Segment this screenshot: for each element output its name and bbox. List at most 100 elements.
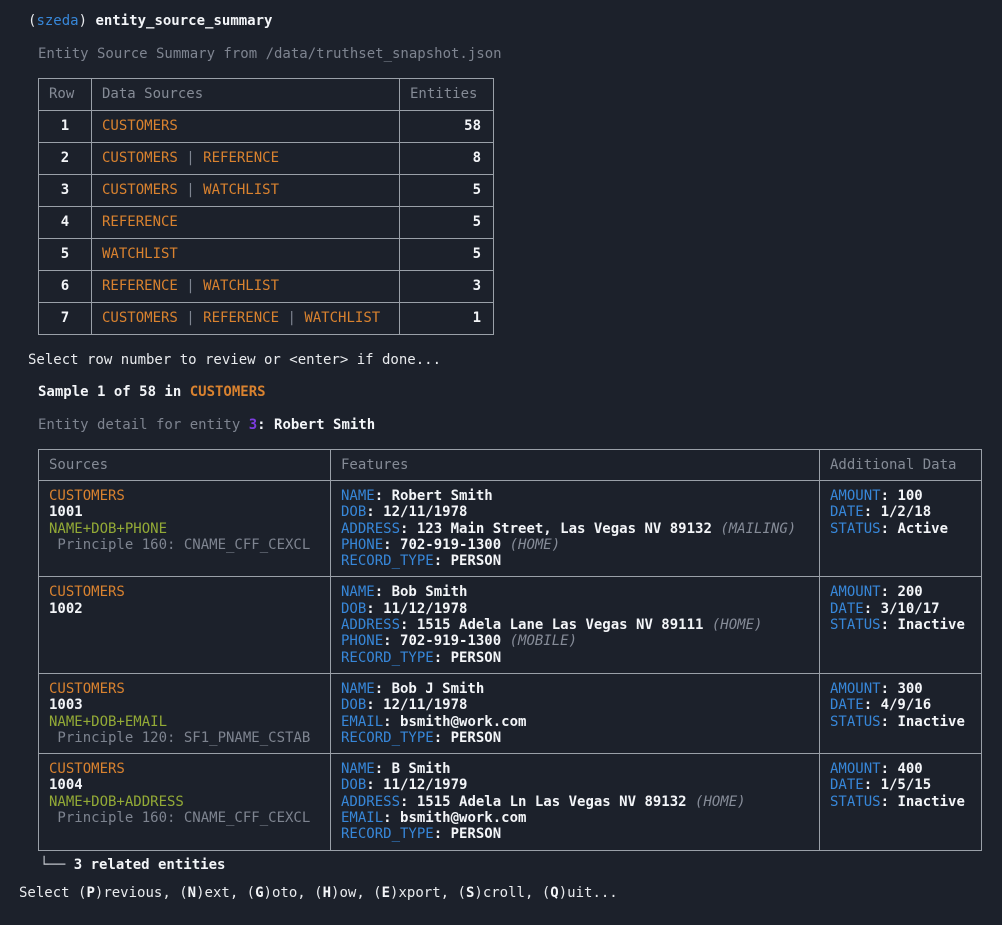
colon-separator: : xyxy=(366,504,384,521)
colon-separator: : xyxy=(433,729,451,746)
menu-option-rest: ow xyxy=(339,884,357,901)
sample-header-text: Sample 1 of 58 in xyxy=(38,384,190,400)
additional-label: AMOUNT xyxy=(830,584,881,601)
colon-separator: : xyxy=(400,617,417,634)
menu-separator: , xyxy=(440,884,458,901)
record-source: CUSTOMERS xyxy=(49,680,125,697)
feature-value: 12/11/1978 xyxy=(383,504,468,521)
data-sources-cell: CUSTOMERS | REFERENCE | WATCHLIST xyxy=(91,302,400,335)
paren: ( xyxy=(457,884,466,901)
match-key: NAME+DOB+PHONE xyxy=(49,520,168,537)
additional-line: DATE: 4/9/16 xyxy=(830,697,971,713)
colon-separator: : xyxy=(863,504,881,521)
feature-label: NAME xyxy=(341,584,375,601)
menu-option-rest: revious xyxy=(103,884,163,901)
additional-line: STATUS: Inactive xyxy=(830,617,971,633)
colon-separator: : xyxy=(383,810,401,827)
additional-data-cell: AMOUNT: 100 DATE: 1/2/18 STATUS: Active xyxy=(819,479,982,578)
source-name: WATCHLIST xyxy=(203,278,280,294)
paren: ( xyxy=(78,884,87,901)
related-entities-footer: └──3 related entities xyxy=(40,857,982,873)
entity-detail-table: Sources Features Additional Data CUSTOME… xyxy=(38,449,982,851)
feature-value: 1515 Adela Lane Las Vegas NV 89111 xyxy=(416,617,704,634)
feature-value: Robert Smith xyxy=(391,488,493,504)
feature-value: 702-919-1300 xyxy=(400,633,502,650)
feature-line: EMAIL: bsmith@work.com xyxy=(341,810,809,826)
additional-label: AMOUNT xyxy=(830,488,881,504)
navigation-menu-prompt[interactable]: Select (P)revious, (N)ext, (G)oto, (H)ow… xyxy=(19,885,982,901)
colon-separator: : xyxy=(880,793,898,810)
menu-key-how[interactable]: H xyxy=(322,884,332,901)
colon-separator: : xyxy=(863,697,881,714)
source-name: REFERENCE xyxy=(102,278,178,294)
table-row: 7 CUSTOMERS | REFERENCE | WATCHLIST 1 xyxy=(38,302,494,335)
menu-key-previous[interactable]: P xyxy=(86,884,95,901)
menu-option-rest: xport xyxy=(398,884,441,901)
feature-label: NAME xyxy=(341,488,375,504)
feature-label: NAME xyxy=(341,680,375,697)
additional-label: DATE xyxy=(830,777,864,794)
colon-separator: : xyxy=(880,584,898,601)
additional-label: DATE xyxy=(830,504,864,521)
additional-value: 100 xyxy=(897,488,923,504)
source-name: WATCHLIST xyxy=(203,182,280,198)
additional-label: DATE xyxy=(830,697,864,714)
source-name: REFERENCE xyxy=(102,214,178,230)
menu-separator: , xyxy=(297,884,315,901)
command-text: entity_source_summary xyxy=(95,13,273,29)
colon-separator: : xyxy=(400,520,417,537)
column-header-entities: Entities xyxy=(399,78,494,111)
feature-label: RECORD_TYPE xyxy=(341,826,434,843)
feature-value: Bob Smith xyxy=(391,584,468,601)
feature-label: DOB xyxy=(341,777,367,794)
colon-separator: : xyxy=(433,553,451,570)
menu-suffix: ... xyxy=(592,884,618,901)
feature-line: DOB: 11/12/1978 xyxy=(341,601,809,617)
record-row: CUSTOMERS 1004 NAME+DOB+ADDRESS Principl… xyxy=(38,753,982,851)
additional-data-cell: AMOUNT: 200 DATE: 3/10/17 STATUS: Inacti… xyxy=(819,576,982,674)
colon-separator: : xyxy=(880,520,898,537)
feature-label: DOB xyxy=(341,504,367,521)
principle-text: Principle 120: SF1_PNAME_CSTAB xyxy=(49,729,311,746)
colon-separator: : xyxy=(400,793,417,810)
menu-key-goto[interactable]: G xyxy=(255,884,264,901)
colon-separator: : xyxy=(366,600,384,617)
entity-detail-prefix: Entity detail for entity xyxy=(38,417,249,433)
entity-count: 8 xyxy=(399,142,494,175)
entity-count: 58 xyxy=(399,110,494,143)
entity-count: 5 xyxy=(399,238,494,271)
record-row: CUSTOMERS 1003 NAME+DOB+EMAIL Principle … xyxy=(38,672,982,755)
column-header-sources: Sources xyxy=(38,449,331,481)
additional-line: AMOUNT: 200 xyxy=(830,584,971,600)
feature-value: 1515 Adela Ln Las Vegas NV 89132 xyxy=(416,793,687,810)
feature-line: NAME: Bob J Smith xyxy=(341,681,809,697)
summary-header-row: Row Data Sources Entities xyxy=(38,78,494,111)
data-sources-cell: CUSTOMERS xyxy=(91,110,400,143)
table-row: 1 CUSTOMERS 58 xyxy=(38,110,494,143)
data-sources-cell: WATCHLIST xyxy=(91,238,400,271)
additional-line: DATE: 1/5/15 xyxy=(830,777,971,793)
additional-data-cell: AMOUNT: 400 DATE: 1/5/15 STATUS: Inactiv… xyxy=(819,753,982,851)
source-name: WATCHLIST xyxy=(102,246,178,262)
related-entities-count: 3 related entities xyxy=(73,856,226,873)
paren: ( xyxy=(179,884,188,901)
additional-value: 3/10/17 xyxy=(880,600,940,617)
paren: ) xyxy=(331,884,340,901)
row-select-prompt[interactable]: Select row number to review or <enter> i… xyxy=(28,352,442,368)
menu-key-quit[interactable]: Q xyxy=(550,884,559,901)
feature-label: ADDRESS xyxy=(341,793,401,810)
table-row: 6 REFERENCE | WATCHLIST 3 xyxy=(38,270,494,303)
menu-key-next[interactable]: N xyxy=(187,884,197,901)
summary-table: Row Data Sources Entities 1 CUSTOMERS 58… xyxy=(38,78,494,335)
paren: ( xyxy=(314,884,323,901)
colon-separator: : xyxy=(433,649,451,666)
additional-label: AMOUNT xyxy=(830,680,881,697)
feature-label: DOB xyxy=(341,600,367,617)
menu-key-scroll[interactable]: S xyxy=(465,884,475,901)
feature-line: PHONE: 702-919-1300(MOBILE) xyxy=(341,633,809,649)
menu-key-export[interactable]: E xyxy=(381,884,391,901)
colon-separator: : xyxy=(383,713,401,730)
additional-label: STATUS xyxy=(830,617,881,634)
additional-value: 300 xyxy=(897,680,923,697)
feature-value: PERSON xyxy=(450,553,502,570)
